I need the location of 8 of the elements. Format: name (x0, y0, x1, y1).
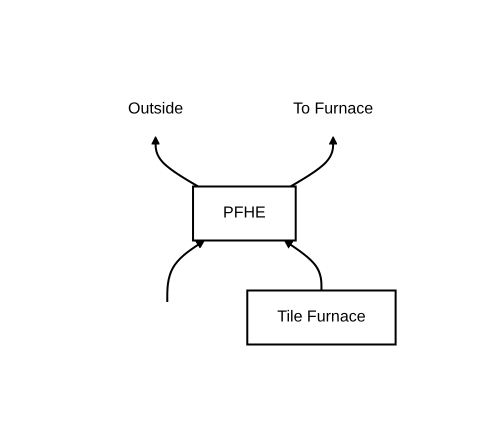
node-box: PFHE (192, 186, 297, 242)
arrow (151, 136, 199, 188)
node-text: To Furnace (293, 100, 374, 118)
arrow (166, 240, 205, 302)
arrow (290, 136, 338, 188)
node-text: Outside (128, 100, 184, 118)
node-box: Tile Furnace (246, 290, 397, 346)
arrow (284, 240, 322, 290)
